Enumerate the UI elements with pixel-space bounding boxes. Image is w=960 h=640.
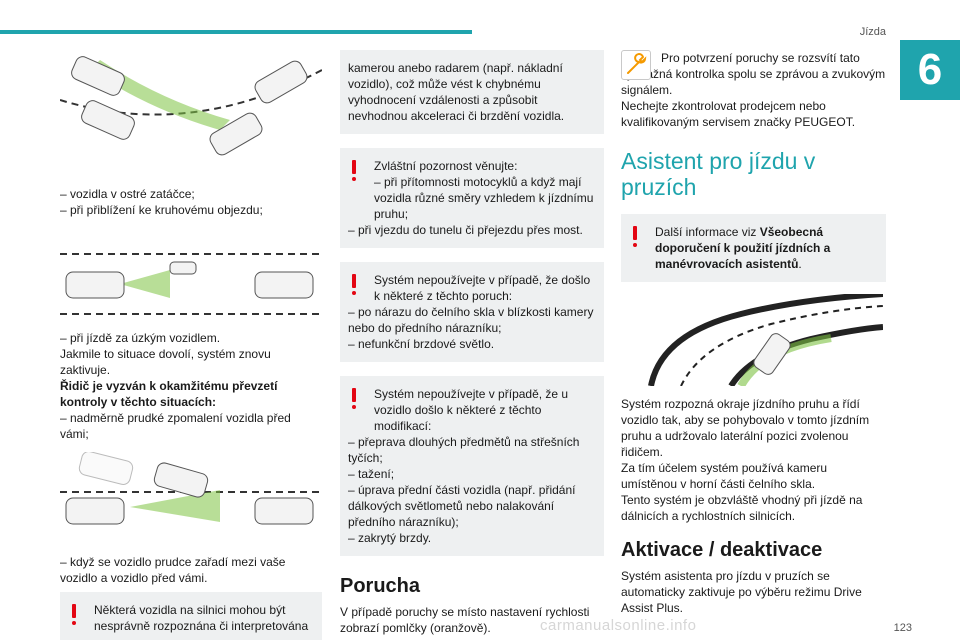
warning-note: Systém nepoužívejte v případě, že u vozi… xyxy=(340,376,604,556)
list-item: – při jízdě za úzkým vozidlem. xyxy=(60,331,221,345)
list-item: – přeprava dlouhých předmětů na střešníc… xyxy=(348,435,580,465)
cut-in-illustration xyxy=(60,452,322,540)
chapter-number: 6 xyxy=(900,40,960,100)
column-3: Pro potvrzení poruchy se rozsvítí tato v… xyxy=(621,50,886,616)
cut-in-text: – když se vozidlo prudce zařadí mezi vaš… xyxy=(60,554,322,586)
column-2: kamerou anebo radarem (např. nákladní vo… xyxy=(340,50,604,636)
paragraph: Systém asistenta pro jízdu v pruzích se … xyxy=(621,569,862,615)
header-accent-bar xyxy=(0,30,472,34)
bold-paragraph: Řidič je vyzván k okamžitému převzetí ko… xyxy=(60,379,278,409)
list-item: – při přiblížení ke kruhovému objezdu; xyxy=(60,203,263,217)
warning-note: Některá vozidla na silnici mohou být nes… xyxy=(60,592,322,640)
paragraph: Nechejte zkontrolovat prodejcem nebo kva… xyxy=(621,99,856,129)
list-item: – při přítomnosti motocyklů a když mají … xyxy=(374,175,594,221)
wrench-warning-light-icon xyxy=(621,50,651,80)
warning-icon xyxy=(631,226,639,248)
section-heading-activation: Aktivace / deaktivace xyxy=(621,539,823,561)
note-prefix: Další informace viz xyxy=(655,225,760,239)
narrow-vehicle-text: – při jízdě za úzkým vozidlem. Jakmile t… xyxy=(60,330,322,442)
narrow-vehicle-illustration xyxy=(60,240,322,322)
note-link-text: Všeobecná doporučení k použití jízdních … xyxy=(655,225,831,271)
page-number: 123 xyxy=(893,622,912,634)
warning-note: Systém nepoužívejte v případě, že došlo … xyxy=(340,262,604,362)
list-item: – když se vozidlo prudce zařadí mezi vaš… xyxy=(60,555,286,585)
list-item: – úprava přední části vozidla (např. při… xyxy=(348,483,576,529)
fault-warning-block: Pro potvrzení poruchy se rozsvítí tato v… xyxy=(621,50,886,130)
curve-illustration xyxy=(60,50,322,170)
note-text: Další informace viz Všeobecná doporučení… xyxy=(629,224,878,272)
paragraph: Jakmile to situace dovolí, systém znovu … xyxy=(60,347,271,377)
warning-icon xyxy=(350,274,358,296)
note-text: Některá vozidla na silnici mohou být nes… xyxy=(94,603,309,633)
watermark: carmanualsonline.info xyxy=(540,617,697,634)
warning-note: Zvláštní pozornost věnujte: – při přítom… xyxy=(340,148,604,248)
note-text: Systém nepoužívejte v případě, že u vozi… xyxy=(374,387,569,433)
list-item: – po nárazu do čelního skla v blízkosti … xyxy=(348,305,594,335)
paragraph: Pro potvrzení poruchy se rozsvítí tato v… xyxy=(621,51,886,97)
paragraph: Systém rozpozná okraje jízdního pruhu a … xyxy=(621,397,870,459)
warning-icon xyxy=(350,160,358,182)
curve-list: – vozidla v ostré zatáčce; – při přiblíž… xyxy=(60,186,322,218)
warning-note-continued: kamerou anebo radarem (např. nákladní vo… xyxy=(340,50,604,134)
list-item: – nefunkční brzdové světlo. xyxy=(348,337,495,351)
note-text: Zvláštní pozornost věnujte: xyxy=(374,159,518,173)
lane-assist-illustration xyxy=(621,294,883,386)
info-note: Další informace viz Všeobecná doporučení… xyxy=(621,214,886,282)
note-text: Systém nepoužívejte v případě, že došlo … xyxy=(374,273,591,303)
note-suffix: . xyxy=(798,257,802,271)
note-text: kamerou anebo radarem (např. nákladní vo… xyxy=(348,61,565,123)
paragraph: V případě poruchy se místo nastavení ryc… xyxy=(340,605,590,635)
lane-assist-text: Systém rozpozná okraje jízdního pruhu a … xyxy=(621,396,886,524)
section-heading-porucha: Porucha xyxy=(340,575,421,597)
chapter-title: Jízda xyxy=(859,26,886,38)
paragraph: Tento systém je obzvláště vhodný při jíz… xyxy=(621,493,863,523)
column-1: – vozidla v ostré zatáčce; – při přiblíž… xyxy=(60,50,322,640)
section-heading-lane-assist: Asistent pro jízdu v pruzích xyxy=(621,148,816,200)
list-item: – vozidla v ostré zatáčce; xyxy=(60,187,195,201)
list-item: – při vjezdu do tunelu či přejezdu přes … xyxy=(348,223,583,237)
paragraph: Za tím účelem systém používá kameru umís… xyxy=(621,461,828,491)
list-item: – nadměrně prudké zpomalení vozidla před… xyxy=(60,411,291,441)
list-item: – tažení; xyxy=(348,467,395,481)
warning-icon xyxy=(350,388,358,410)
list-item: – zakrytý brzdy. xyxy=(348,531,432,545)
warning-icon xyxy=(70,604,78,626)
